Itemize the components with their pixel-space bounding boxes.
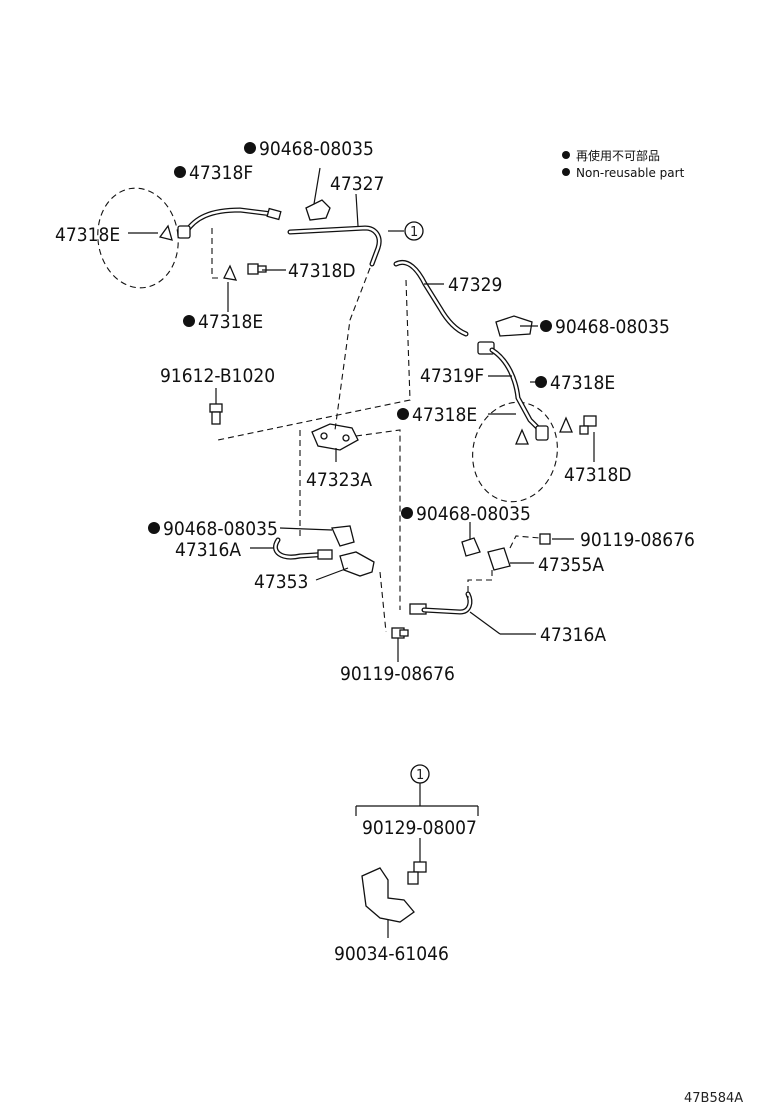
legend: 再使用不可部品 Non-reusable part (562, 148, 685, 180)
clip-90468-centerlow (461, 537, 481, 557)
clip-90468-right (495, 315, 533, 337)
svg-text:1: 1 (410, 225, 418, 240)
label-90119-right: 90119-08676 (580, 529, 695, 551)
label-47318D-top: 47318D (288, 260, 356, 282)
part-labels: 90468-08035 47318F 47327 47318E 47318D 4… (55, 138, 695, 965)
label-90468-right: 90468-08035 (555, 316, 670, 338)
label-47318F: 47318F (189, 162, 253, 184)
bolt-47318D-right (579, 415, 597, 435)
callout-1-assembly: 1 (355, 764, 479, 938)
bracket-47355A (487, 547, 511, 571)
label-47318E-right: 47318E (550, 372, 615, 394)
bracket-47353 (339, 551, 375, 577)
legend-jp: 再使用不可部品 (576, 148, 660, 163)
callout-1-top: 1 (388, 221, 424, 241)
clip-47318E-left (158, 224, 173, 241)
label-47319F: 47319F (420, 365, 484, 387)
tube-47327 (287, 225, 382, 267)
legend-en: Non-reusable part (576, 166, 685, 180)
bolt-90119-right (539, 533, 551, 545)
clip-47318E-center (515, 428, 529, 445)
hose-47316A-left (273, 537, 333, 560)
bolt-90129 (407, 861, 427, 885)
label-47353: 47353 (254, 571, 308, 593)
label-47327: 47327 (330, 173, 384, 195)
label-47318E-left: 47318E (55, 224, 120, 246)
label-90034: 90034-61046 (334, 943, 449, 965)
wheel-outline-right (472, 401, 558, 503)
clip-90468-top (305, 199, 331, 221)
diagram-code: 47B584A (684, 1091, 743, 1106)
label-47318D-right: 47318D (564, 464, 632, 486)
label-47318E-mid: 47318E (198, 311, 263, 333)
clip-90468-leftlow (331, 525, 355, 547)
label-90119-bottom: 90119-08676 (340, 663, 455, 685)
dashed-connections (211, 228, 541, 633)
label-90468-top: 90468-08035 (259, 138, 374, 160)
bolt-91612 (209, 403, 223, 425)
label-90129: 90129-08007 (362, 817, 477, 839)
junction-47323A (311, 423, 359, 451)
label-47318E-center: 47318E (412, 404, 477, 426)
label-90468-centerlow: 90468-08035 (416, 503, 531, 525)
bracket-90034 (361, 867, 415, 923)
bolt-47318D-top (247, 263, 267, 275)
label-47316A-left: 47316A (175, 539, 241, 561)
label-47316A-right: 47316A (540, 624, 606, 646)
tube-47329 (393, 260, 469, 337)
bolt-90119-bottom (391, 627, 409, 639)
label-47329: 47329 (448, 274, 502, 296)
clip-47318E-right (559, 416, 573, 433)
hose-47318F (177, 207, 282, 239)
label-47323A: 47323A (306, 469, 372, 491)
svg-text:1: 1 (416, 768, 424, 783)
hose-47319F (477, 341, 549, 441)
label-47355A: 47355A (538, 554, 604, 576)
clip-47318E-mid (223, 264, 238, 281)
label-90468-leftlow: 90468-08035 (163, 518, 278, 540)
leader-lines (128, 167, 595, 662)
hose-47316A-right (409, 591, 473, 615)
label-91612: 91612-B1020 (160, 365, 275, 387)
